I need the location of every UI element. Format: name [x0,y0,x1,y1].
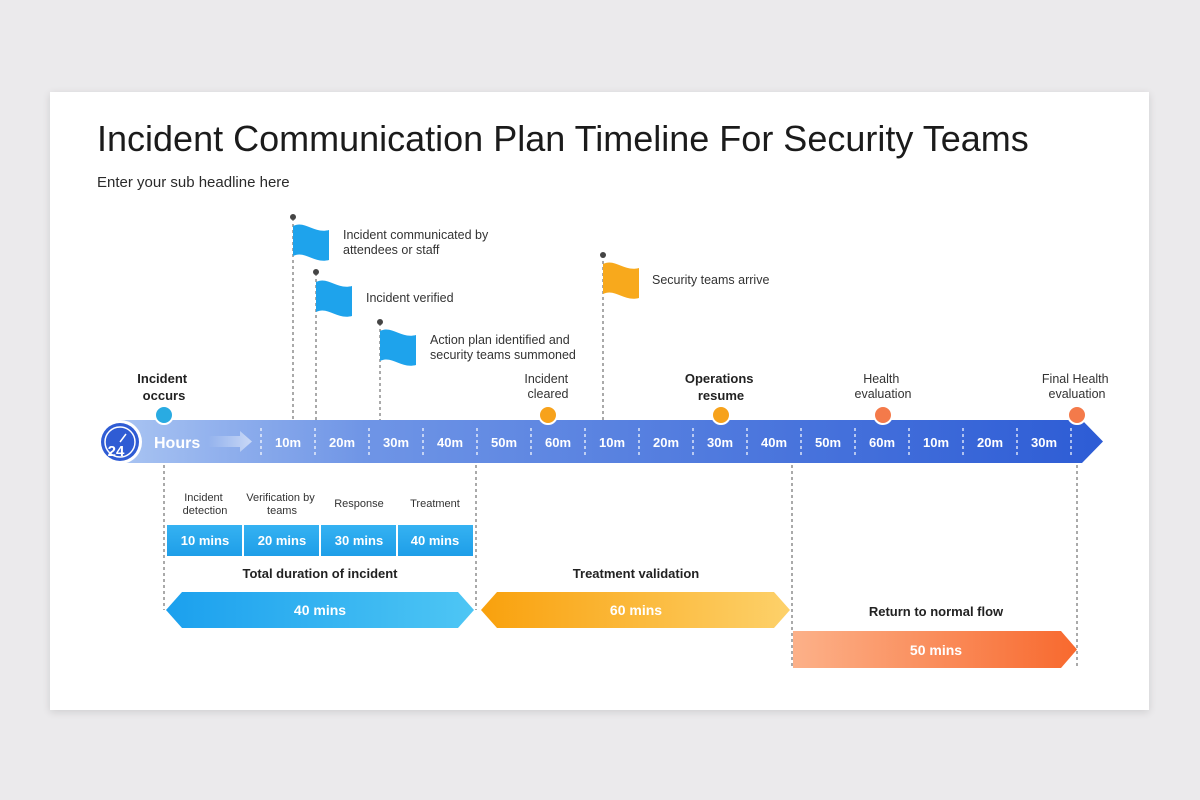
flag-label-4: Security teams arrive [652,273,769,287]
flag-pin [600,252,606,258]
page-subtitle: Enter your sub headline here [97,174,290,191]
hours-label: Hours [154,435,200,452]
milestone-dot-operations-resume [711,405,731,425]
span-title-return-normal: Return to normal flow [869,604,1004,619]
clock-24-icon: 24 [98,420,142,464]
phase-value-treatment: 40 mins [411,533,459,548]
tick-label: 10m [275,435,301,450]
tick-label: 10m [923,435,949,450]
tick-label: 50m [491,435,517,450]
flag-icons [293,224,639,366]
span-arrow-treatment-validation [481,592,790,628]
milestone-dot-incident-occurs [154,405,174,425]
flag-label-3: Action plan identified and security team… [430,333,576,362]
phase-value-verification: 20 mins [258,533,306,548]
span-value-return-normal: 50 mins [910,642,962,658]
flag-pin [377,319,383,325]
tick-label: 20m [329,435,355,450]
flag-label-1: Incident communicated by attendees or st… [343,228,492,257]
tick-label: 40m [761,435,787,450]
flag-icon [316,280,352,317]
tick-label: 30m [1031,435,1057,450]
span-title-treatment-validation: Treatment validation [573,566,699,581]
timeline-ticks: 10m 20m 30m 40m 50m 60m 10m 20m 30m 40m 50m 60m 10m 2… [260,428,1072,455]
milestone-label-incident-occurs: Incident occurs [137,371,190,403]
flag-label-2: Incident verified [366,291,454,305]
tick-label: 60m [869,435,895,450]
tick-label: 10m [599,435,625,450]
span-value-treatment-validation: 60 mins [610,602,662,618]
tick-label: 40m [437,435,463,450]
guide-lines [163,218,1078,668]
phase-label-treatment: Treatment [410,498,460,510]
timeline-bar [118,420,1103,463]
phase-value-response: 30 mins [335,533,383,548]
flag-pins [290,214,606,325]
tick-label: 50m [815,435,841,450]
hours-arrow-icon [208,431,252,452]
flag-pin [290,214,296,220]
flag-icon [380,329,416,366]
page-title: Incident Communication Plan Timeline For… [97,118,1029,159]
milestone-dots [154,405,1087,425]
phase-label-verification: Verification by teams [246,492,318,517]
span-title-total-duration: Total duration of incident [242,566,398,581]
phase-cells [167,525,473,556]
milestone-dot-health-evaluation [873,405,893,425]
phase-cell-detection [167,525,242,556]
tick-label: 20m [977,435,1003,450]
phase-cell-response [321,525,396,556]
flag-icon [293,224,329,261]
milestone-label-final-health: Final Health evaluation [1042,372,1112,401]
flag-icon [603,262,639,299]
phase-value-detection: 10 mins [181,533,229,548]
span-arrow-return-normal [793,631,1077,668]
milestone-label-incident-cleared: Incident cleared [524,372,571,401]
phase-label-response: Response [334,498,384,510]
phase-cell-verification [244,525,319,556]
milestone-label-health-evaluation: Health evaluation [855,372,912,401]
phase-cell-treatment [398,525,473,556]
milestone-dot-incident-cleared [538,405,558,425]
milestone-dot-final-health [1067,405,1087,425]
span-value-total-duration: 40 mins [294,602,346,618]
tick-label: 20m [653,435,679,450]
tick-label: 30m [707,435,733,450]
tick-label: 30m [383,435,409,450]
flag-pin [313,269,319,275]
tick-label: 60m [545,435,571,450]
milestone-label-operations-resume: Operations resume [685,371,757,403]
phase-label-detection: Incident detection [183,492,228,517]
span-arrow-total-duration [166,592,474,628]
clock-label: 24 [108,443,125,460]
